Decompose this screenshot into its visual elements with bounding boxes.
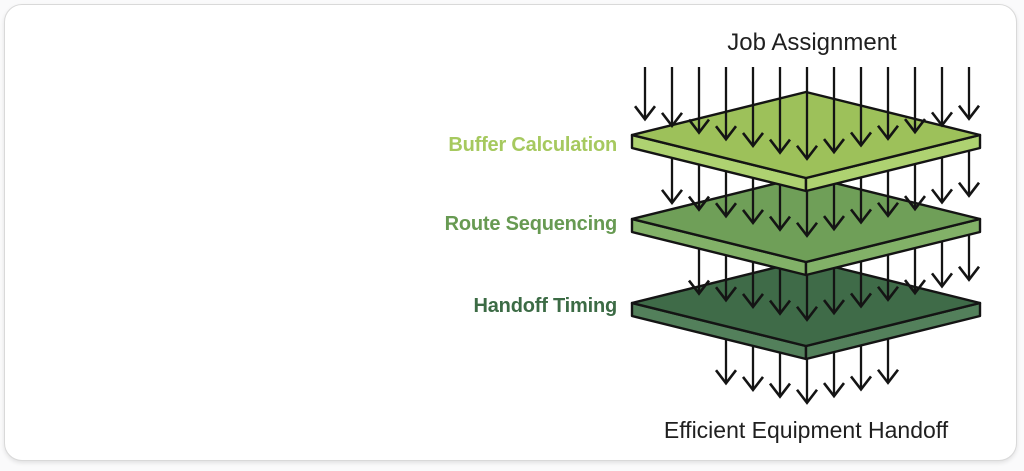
layer-label-handoff-timing: Handoff Timing: [474, 295, 617, 317]
input-arrows: [633, 67, 981, 161]
layers-and-arrows: [630, 67, 982, 405]
layer-label-route-sequencing: Route Sequencing: [445, 213, 617, 235]
top-title: Job Assignment: [727, 29, 897, 56]
bottom-title: Efficient Equipment Handoff: [664, 417, 949, 443]
layer-label-buffer-calculation: Buffer Calculation: [448, 134, 617, 156]
